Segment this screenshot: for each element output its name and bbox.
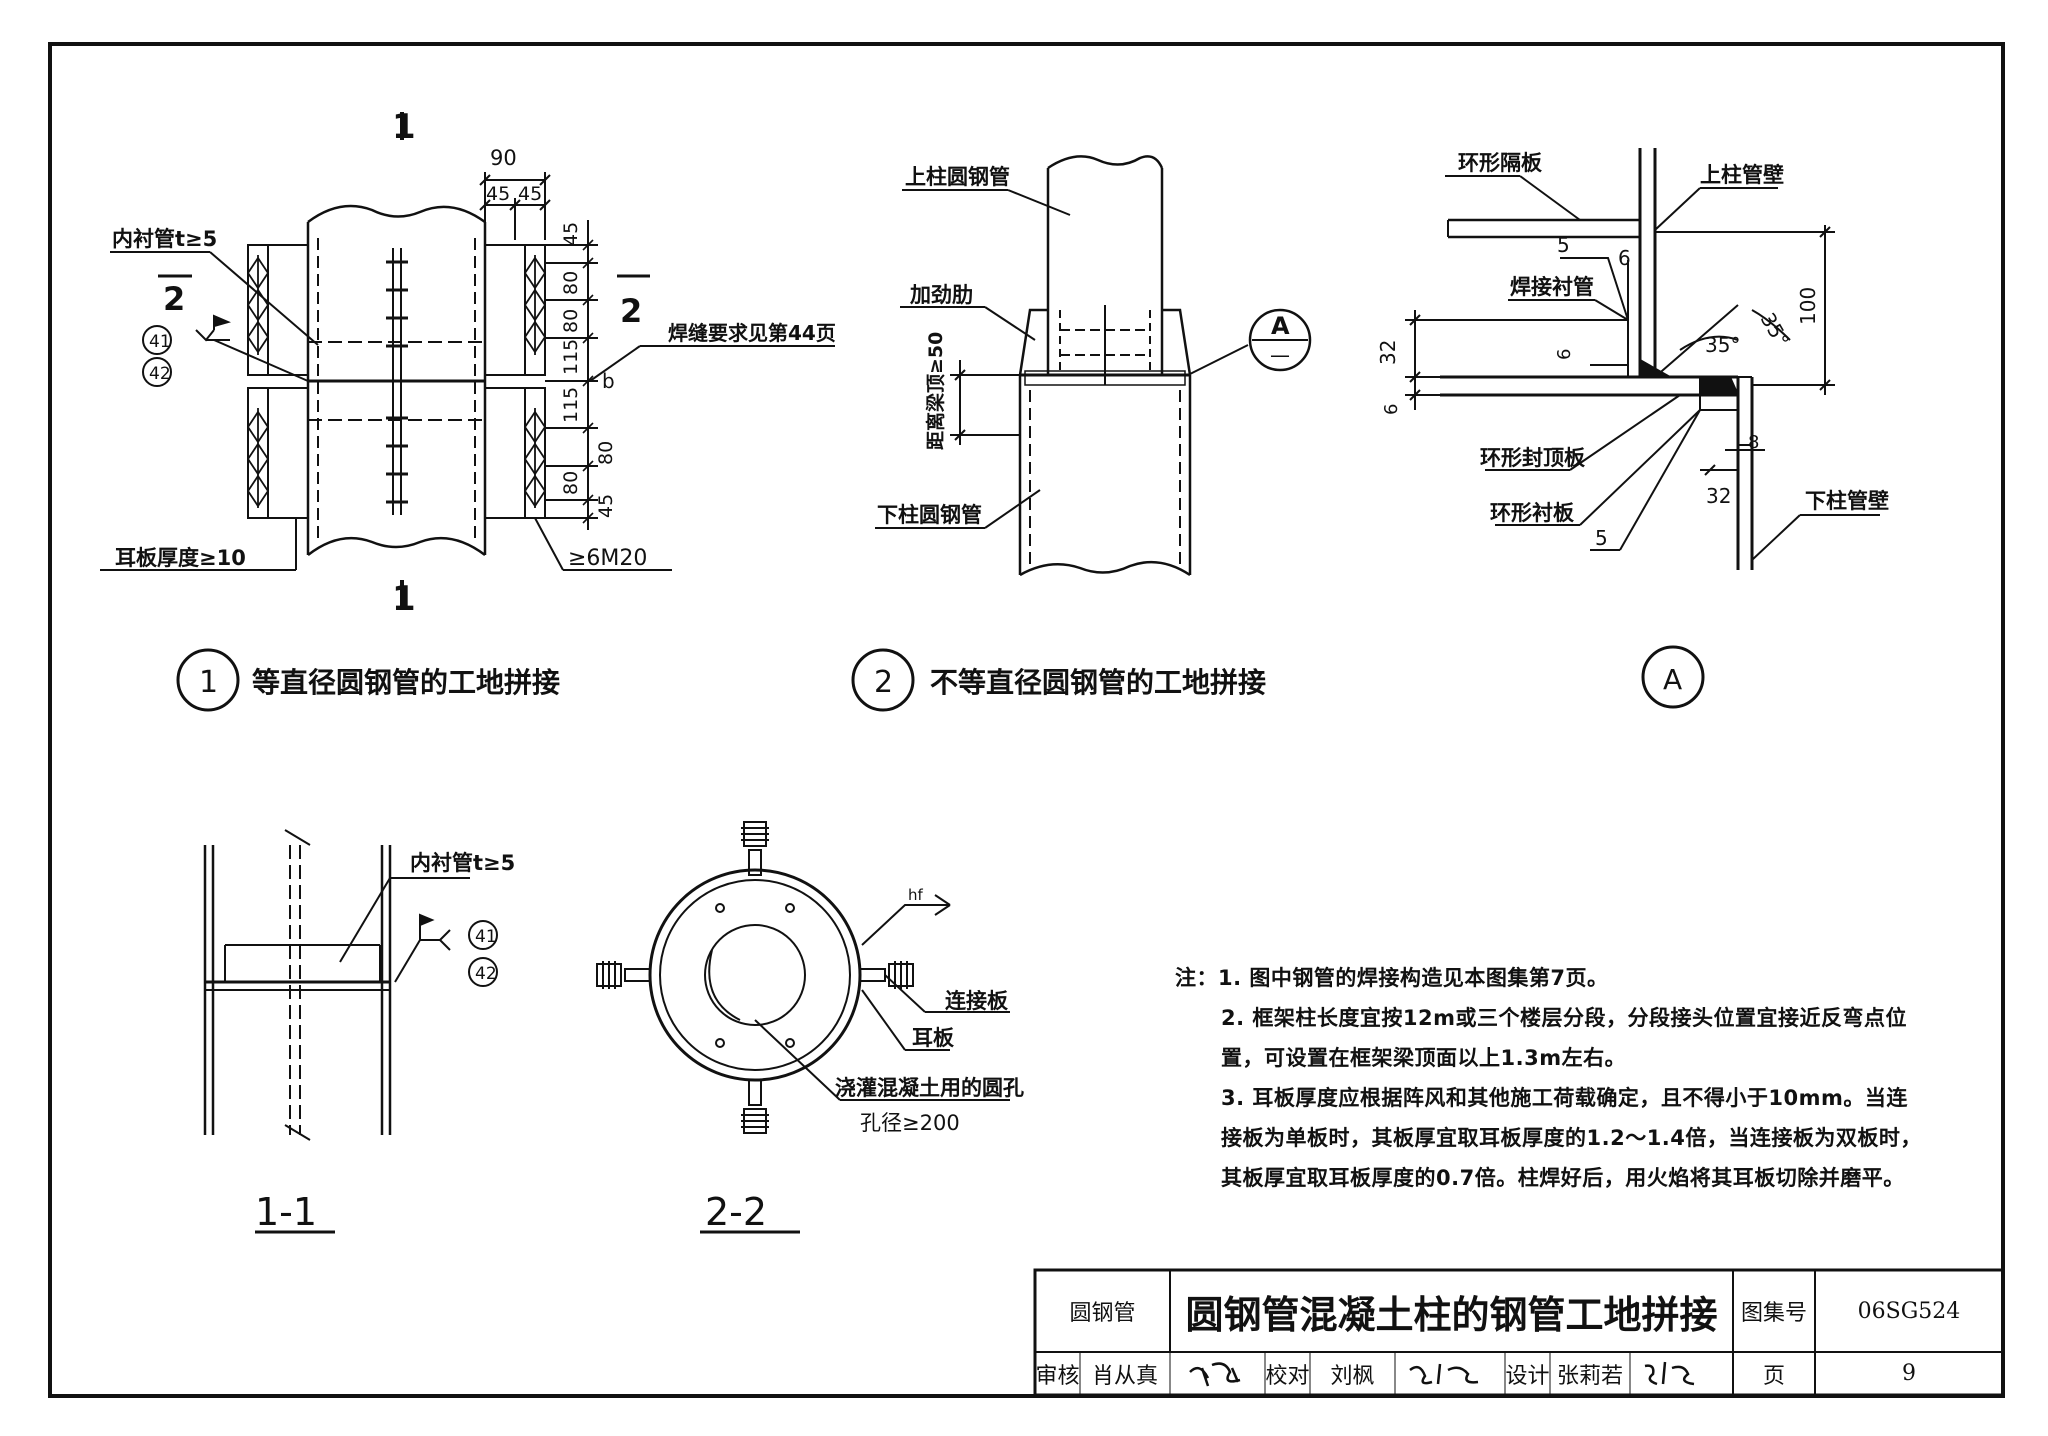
note-2: 2. 框架柱长度宜按12m或三个楼层分段，分段接头位置宜接近反弯点位 bbox=[1221, 1006, 1908, 1030]
ring-diaphragm-label: 环形隔板 bbox=[1458, 151, 1543, 175]
dim-6-inner: 6 bbox=[1554, 349, 1575, 360]
dim-8: 8 bbox=[1748, 432, 1759, 453]
caption-1: 等直径圆钢管的工地拼接 bbox=[252, 666, 560, 699]
atlas-label: 图集号 bbox=[1740, 1301, 1807, 1326]
dim-side-1: 45 bbox=[560, 222, 582, 246]
note-3: 3. 耳板厚度应根据阵风和其他施工荷载确定，且不得小于10mm。当连 bbox=[1221, 1086, 1908, 1110]
notes: 注：1. 图中钢管的焊接构造见本图集第7页。 2. 框架柱长度宜按12m或三个楼… bbox=[1175, 958, 1922, 1198]
caption-2-2: 2-2 bbox=[705, 1190, 767, 1234]
distance-label: 距离梁顶≥50 bbox=[924, 332, 947, 450]
caption-a: A bbox=[1663, 663, 1682, 696]
reviewer-name: 肖从真 bbox=[1091, 1363, 1158, 1389]
dim-45-b: 45 bbox=[518, 183, 542, 205]
caption-1-1: 1-1 bbox=[255, 1190, 317, 1234]
signature-reviewer bbox=[1189, 1362, 1241, 1387]
weld-b-label: b bbox=[602, 369, 615, 393]
dim-side-3: 80 bbox=[560, 309, 582, 333]
ear-plate-thickness: 耳板厚度≥10 bbox=[115, 546, 246, 570]
note-1: 1. 图中钢管的焊接构造见本图集第7页。 bbox=[1218, 966, 1609, 990]
weld-ref-42-1-1: 42 bbox=[475, 964, 497, 984]
dim-side-5: 115 bbox=[560, 387, 582, 423]
ref-a-sheet: — bbox=[1270, 343, 1290, 367]
pour-hole-label: 浇灌混凝土用的圆孔 bbox=[835, 1076, 1024, 1100]
ring-cap-plate-label: 环形封顶板 bbox=[1480, 446, 1586, 470]
detail-1-equal-diameter-splice bbox=[100, 112, 835, 712]
section-mark-2-right: 2 bbox=[620, 292, 642, 330]
connecting-plate-label: 连接板 bbox=[945, 989, 1009, 1013]
ear-plate-label: 耳板 bbox=[912, 1026, 955, 1050]
dim-side-2: 80 bbox=[560, 271, 582, 295]
weld-size-6: 6 bbox=[1618, 246, 1631, 270]
ref-a-label: A bbox=[1271, 312, 1290, 340]
title-block-grid bbox=[1033, 1268, 2005, 1397]
dim-side-4: 115 bbox=[560, 339, 582, 375]
check-label: 校对 bbox=[1265, 1363, 1310, 1389]
review-label: 审核 bbox=[1035, 1363, 1080, 1389]
section-2-2 bbox=[596, 821, 1010, 1234]
designer-name: 张莉若 bbox=[1556, 1363, 1623, 1389]
hole-diameter-label: 孔径≥200 bbox=[860, 1111, 960, 1135]
weld-ref-42: 42 bbox=[149, 364, 171, 384]
lower-tube-label: 下柱圆钢管 bbox=[877, 503, 982, 527]
detail-2-unequal-diameter-splice bbox=[851, 155, 1312, 712]
dim-side-8: 45 bbox=[595, 494, 617, 518]
dim-6-outer: 6 bbox=[1381, 404, 1402, 415]
drawing-labels: 1 1 内衬管t≥5 2 2 41 42 焊缝要求见第44页 b 耳板厚度≥10… bbox=[112, 107, 1889, 1234]
section-1-1 bbox=[203, 829, 498, 1234]
signature-checker bbox=[1409, 1363, 1479, 1385]
dim-32-bottom: 32 bbox=[1706, 484, 1731, 508]
category-cell: 圆钢管 bbox=[1069, 1301, 1136, 1326]
page-label: 页 bbox=[1762, 1363, 1785, 1389]
caption-2: 不等直径圆钢管的工地拼接 bbox=[930, 666, 1266, 699]
caption-1-number: 1 bbox=[199, 665, 218, 700]
bolt-spec: ≥6M20 bbox=[568, 546, 647, 571]
angle-35-a: 35° bbox=[1705, 333, 1740, 357]
dim-side-6: 80 bbox=[595, 441, 617, 465]
dim-32: 32 bbox=[1376, 340, 1400, 365]
upper-wall-label: 上柱管壁 bbox=[1700, 163, 1784, 187]
note-3-cont-2: 其板厚宜取耳板厚度的0.7倍。柱焊好后，用火焰将其耳板切除并磨平。 bbox=[1221, 1166, 1905, 1190]
title-block: 圆钢管 圆钢管混凝土柱的钢管工地拼接 图集号 06SG524 审核 肖从真 校对… bbox=[1035, 1270, 2003, 1395]
note-3-cont: 接板为单板时，其板厚宜取耳板厚度的1.2～1.4倍，当连接板为双板时， bbox=[1221, 1126, 1922, 1150]
section-mark-2-left: 2 bbox=[163, 280, 185, 318]
lower-wall-label: 下柱管壁 bbox=[1805, 489, 1889, 513]
caption-2-number: 2 bbox=[874, 665, 893, 700]
design-label: 设计 bbox=[1505, 1363, 1550, 1389]
drawing-border bbox=[48, 42, 2005, 1398]
checker-name: 刘枫 bbox=[1330, 1363, 1375, 1389]
weld-size-5: 5 bbox=[1557, 233, 1570, 257]
drawing-title: 圆钢管混凝土柱的钢管工地拼接 bbox=[1185, 1292, 1718, 1337]
note-line-1: 注：1. 图中钢管的焊接构造见本图集第7页。 bbox=[1175, 958, 1895, 998]
dim-45-a: 45 bbox=[486, 183, 510, 205]
notes-head: 注： bbox=[1175, 966, 1218, 990]
hf-label: hf bbox=[908, 886, 924, 904]
dim-100: 100 bbox=[1796, 287, 1820, 325]
atlas-number: 06SG524 bbox=[1857, 1298, 1961, 1324]
welded-backing-tube-label: 焊接衬管 bbox=[1510, 275, 1594, 299]
weld-ref-41-1-1: 41 bbox=[475, 927, 497, 947]
weld-size-5-bottom: 5 bbox=[1595, 526, 1608, 550]
weld-requirement-note: 焊缝要求见第44页 bbox=[668, 321, 836, 345]
detail-a-weld-node bbox=[1405, 148, 1880, 709]
dim-90: 90 bbox=[490, 146, 517, 170]
dim-side-7: 80 bbox=[560, 471, 582, 495]
weld-ref-41: 41 bbox=[149, 332, 171, 352]
section-mark-1-bottom: 1 bbox=[392, 579, 416, 619]
page-number: 9 bbox=[1902, 1361, 1916, 1386]
signatures bbox=[1189, 1361, 1695, 1387]
stiffener-label: 加劲肋 bbox=[909, 283, 973, 307]
lining-tube-label-1-1: 内衬管t≥5 bbox=[410, 851, 515, 875]
lining-tube-label: 内衬管t≥5 bbox=[112, 227, 217, 251]
ring-backing-plate-label: 环形衬板 bbox=[1490, 501, 1575, 525]
section-mark-1-top: 1 bbox=[392, 107, 416, 147]
signature-designer bbox=[1644, 1361, 1695, 1386]
note-2-cont: 置，可设置在框架梁顶面以上1.3m左右。 bbox=[1221, 1046, 1627, 1070]
upper-tube-label: 上柱圆钢管 bbox=[905, 165, 1010, 189]
side-dimensions: 45 80 80 115 115 80 80 45 bbox=[560, 222, 617, 518]
